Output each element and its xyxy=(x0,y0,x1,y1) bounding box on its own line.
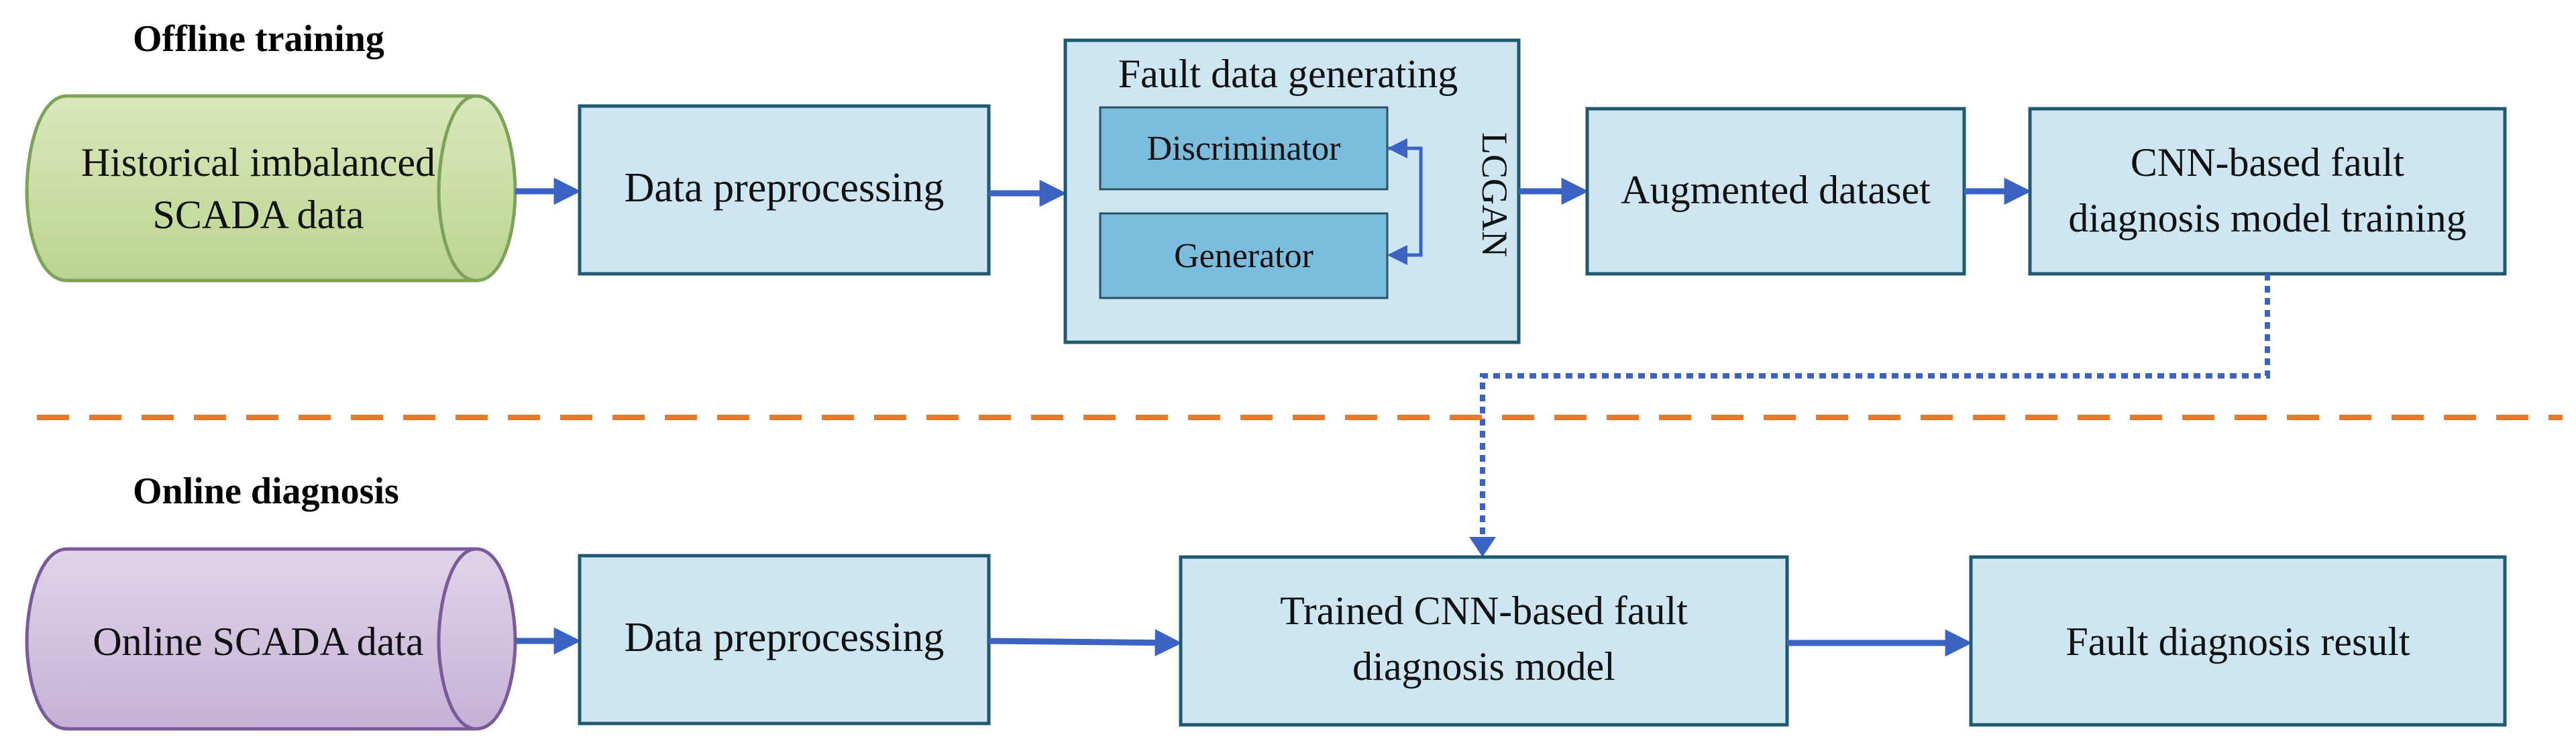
online-scada-cylinder: Online SCADA data xyxy=(25,547,517,731)
fault-data-generating-title: Fault data generating xyxy=(1118,52,1458,96)
fault-diagnosis-result-box: Fault diagnosis result xyxy=(1969,555,2507,727)
generator-label: Generator xyxy=(1174,237,1313,275)
offline-preprocessing-label: Data preprocessing xyxy=(625,165,945,211)
trained-model-label-line2: diagnosis model xyxy=(1352,644,1615,689)
historical-data-label-line1: Historical imbalanced xyxy=(81,140,435,185)
online-section-title: Online diagnosis xyxy=(133,470,399,512)
cnn-training-label-line2: diagnosis model training xyxy=(2068,196,2466,240)
fault-data-generating-box: Fault data generating Discriminator Gene… xyxy=(1063,38,1521,344)
offline-preprocessing-box: Data preprocessing xyxy=(578,104,991,276)
augmented-dataset-label: Augmented dataset xyxy=(1621,168,1931,212)
arrow-preprocessing-to-trained-model xyxy=(988,629,1183,656)
dotted-connector-arrowhead xyxy=(1469,537,1496,557)
online-scada-label: Online SCADA data xyxy=(93,619,423,664)
discriminator-label: Discriminator xyxy=(1147,130,1341,168)
lcgan-side-label: LCGAN xyxy=(1474,132,1515,257)
online-preprocessing-box: Data preprocessing xyxy=(578,554,991,725)
generator-box: Generator xyxy=(1099,212,1389,299)
cnn-training-box: CNN-based fault diagnosis model training xyxy=(2028,107,2507,276)
discriminator-box: Discriminator xyxy=(1099,106,1389,191)
augmented-dataset-box: Augmented dataset xyxy=(1585,107,1966,276)
online-preprocessing-label: Data preprocessing xyxy=(625,615,945,660)
trained-model-box: Trained CNN-based fault diagnosis model xyxy=(1179,555,1789,727)
historical-data-label-line2: SCADA data xyxy=(153,193,364,237)
trained-model-label-line1: Trained CNN-based fault xyxy=(1280,589,1688,633)
historical-data-cylinder: Historical imbalanced SCADA data xyxy=(25,94,517,283)
cnn-training-label-line1: CNN-based fault xyxy=(2131,140,2405,185)
dotted-connector-model-transfer xyxy=(1480,274,2270,545)
fault-diagnosis-result-label: Fault diagnosis result xyxy=(2065,619,2410,664)
offline-section-title: Offline training xyxy=(133,18,384,60)
